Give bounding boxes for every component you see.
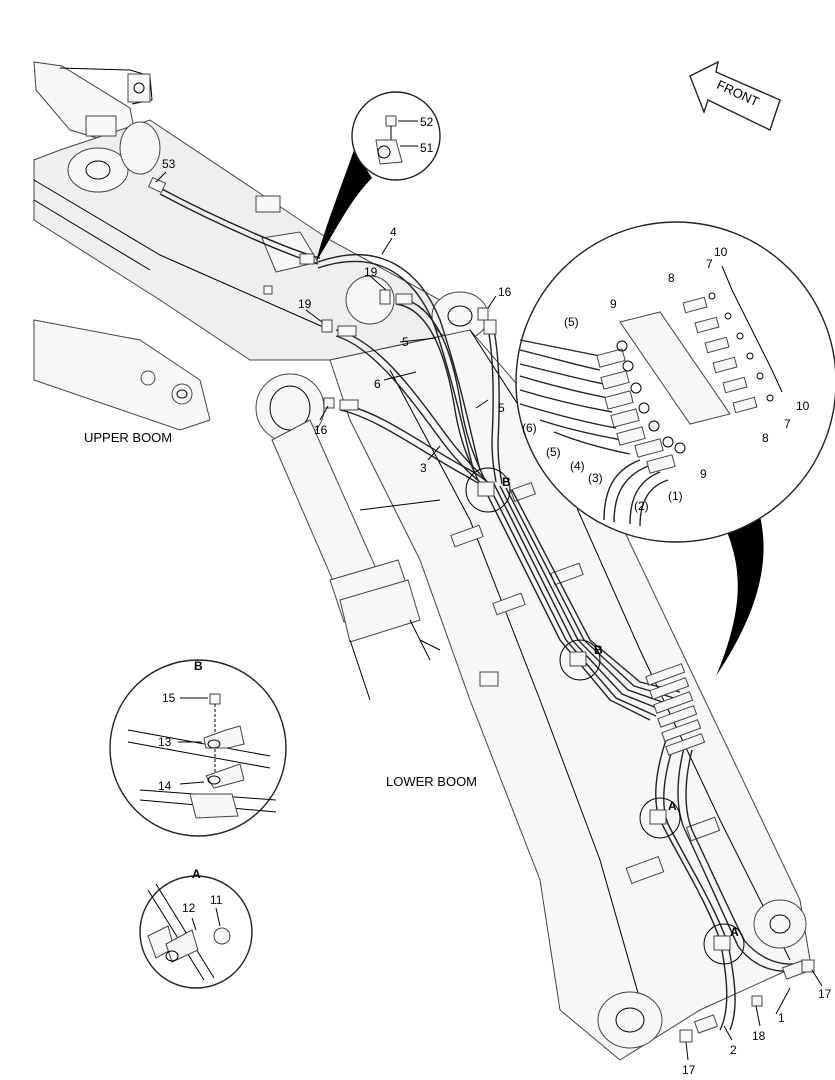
callout-19a: 19 bbox=[364, 265, 378, 279]
callout-5a: 5 bbox=[402, 335, 409, 349]
front-arrow: FRONT bbox=[689, 60, 781, 131]
detail-b-callout-15: 15 bbox=[162, 691, 176, 705]
callout-1: 1 bbox=[778, 1011, 785, 1025]
callout-19b: 19 bbox=[298, 297, 312, 311]
main-callouts: 1 2 3 4 5 5 6 16 16 17 17 18 19 19 52 51… bbox=[162, 115, 832, 1077]
fitting-callout-7a: 7 bbox=[706, 257, 713, 271]
fitting-callout-4: (4) bbox=[570, 459, 585, 473]
detail-b-title: B bbox=[194, 659, 203, 673]
detail-a-callout-11: 11 bbox=[210, 893, 223, 907]
callout-16b: 16 bbox=[314, 423, 328, 437]
callout-52: 52 bbox=[420, 115, 434, 129]
detail-fitting-block bbox=[515, 221, 835, 676]
fitting-callout-9a: 9 bbox=[610, 297, 617, 311]
detail-clamp-top bbox=[316, 91, 441, 262]
callout-5b: 5 bbox=[498, 401, 505, 415]
callout-2: 2 bbox=[730, 1043, 737, 1057]
marker-a2: A bbox=[730, 925, 739, 939]
fitting-callout-8b: 8 bbox=[762, 431, 769, 445]
detail-b-callout-14: 14 bbox=[158, 779, 172, 793]
hose-routing bbox=[159, 187, 803, 1031]
marker-b2: B bbox=[594, 643, 603, 657]
upper-boom-label: UPPER BOOM bbox=[84, 430, 172, 445]
fitting-callout-5a: (5) bbox=[564, 315, 579, 329]
detail-markers: B B A A bbox=[502, 475, 739, 939]
fitting-callout-8a: 8 bbox=[668, 271, 675, 285]
fitting-callout-3: (3) bbox=[588, 471, 603, 485]
detail-b-callout-13: 13 bbox=[158, 735, 172, 749]
detail-b bbox=[109, 659, 287, 837]
callout-53: 53 bbox=[162, 157, 176, 171]
fitting-callout-6: (6) bbox=[522, 421, 537, 435]
fitting-callout-7b: 7 bbox=[784, 417, 791, 431]
callout-17b: 17 bbox=[818, 987, 832, 1001]
clamp-markers bbox=[465, 467, 745, 965]
hose-end-fittings bbox=[147, 176, 815, 1043]
detail-b-callouts: B 15 13 14 bbox=[158, 659, 203, 793]
fitting-callout-2: (2) bbox=[634, 499, 649, 513]
detail-a bbox=[139, 875, 253, 989]
callout-17a: 17 bbox=[682, 1063, 696, 1077]
marker-a1: A bbox=[668, 799, 677, 813]
callout-18: 18 bbox=[752, 1029, 766, 1043]
fitting-callout-1: (1) bbox=[668, 489, 683, 503]
marker-b1: B bbox=[502, 475, 511, 489]
fitting-callout-5b: (5) bbox=[546, 445, 561, 459]
boom-cylinder bbox=[271, 419, 431, 701]
upper-boom-structure bbox=[33, 61, 489, 443]
lower-boom-structure bbox=[329, 329, 811, 1061]
lower-boom-label: LOWER BOOM bbox=[386, 774, 477, 789]
callout-16a: 16 bbox=[498, 285, 512, 299]
detail-a-callout-12: 12 bbox=[182, 901, 196, 915]
callout-4: 4 bbox=[390, 225, 397, 239]
detail-a-callouts: A 11 12 bbox=[182, 867, 223, 915]
callout-3: 3 bbox=[420, 461, 427, 475]
fitting-stack bbox=[645, 663, 706, 756]
callout-6: 6 bbox=[374, 377, 381, 391]
fitting-callout-10b: 10 bbox=[796, 399, 810, 413]
detail-a-title: A bbox=[192, 867, 201, 881]
fitting-callout-9b: 9 bbox=[700, 467, 707, 481]
fitting-callout-10a: 10 bbox=[714, 245, 728, 259]
callout-51: 51 bbox=[420, 141, 434, 155]
leader-lines bbox=[155, 171, 823, 1061]
fitting-detail-callouts: 10 7 8 9 (5) 10 7 8 (6) (5) (4) (3) 9 (1… bbox=[522, 245, 810, 513]
